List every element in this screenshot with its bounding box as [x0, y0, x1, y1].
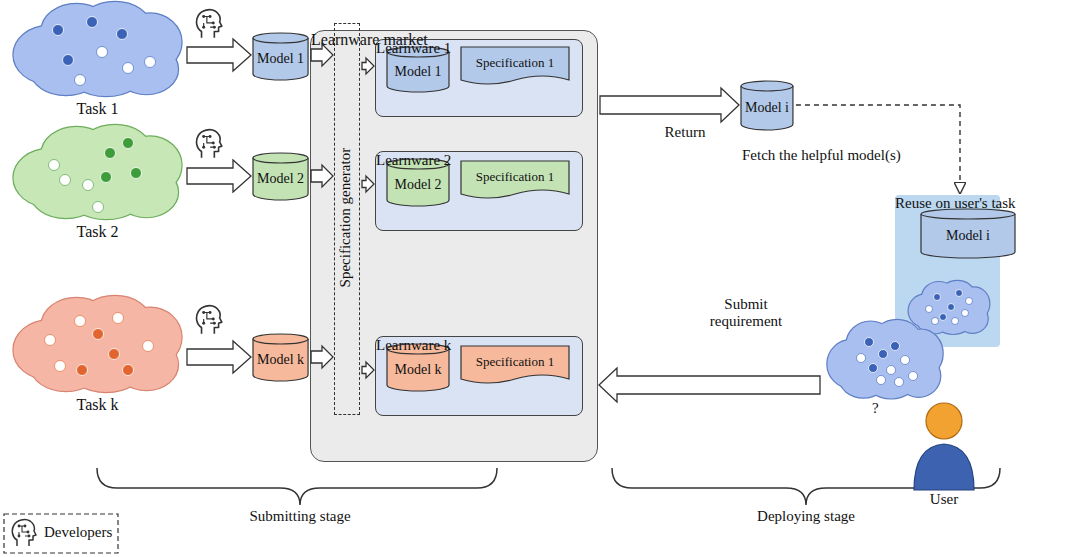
stage-label: Deploying stage	[736, 508, 876, 525]
block-arrow	[600, 88, 739, 122]
node-label: Model i	[925, 228, 1011, 244]
user-figure-shape	[822, 318, 987, 510]
node-label: User	[930, 491, 958, 508]
learnware-box: Model 2 Specification 1 Learnware 2	[375, 151, 583, 231]
node-label: Model k	[257, 352, 304, 368]
dashed-arrow	[796, 105, 960, 193]
developer-icon	[12, 520, 36, 546]
node-label: Learnware market	[311, 31, 428, 49]
node-label: Specification generator	[337, 148, 354, 288]
developer-icon	[197, 130, 222, 158]
specification-document: Specification 1	[460, 345, 570, 387]
model-cylinder: Model 1	[252, 32, 309, 80]
block-arrow	[187, 39, 251, 71]
node-label: Specification 1	[476, 355, 554, 370]
model-cylinder: Model 2	[252, 152, 309, 200]
task-cloud: Task 2	[10, 125, 185, 243]
task-cloud: Task 1	[10, 2, 185, 120]
stage-label: Submitting stage	[230, 508, 370, 525]
market-panel: Specification generator Model 1 Specificat…	[310, 30, 598, 462]
question-mark: ?	[872, 400, 879, 417]
model-cylinder: Model k	[252, 333, 309, 381]
node-label: Task k	[77, 396, 119, 414]
block-arrow	[311, 346, 333, 368]
task-cloud: Task k	[10, 296, 185, 416]
node-label: Model 2	[257, 171, 304, 187]
step-label: Fetch the helpful model(s)	[742, 147, 901, 164]
node-label: Model i	[745, 100, 789, 116]
node-label: Specification 1	[476, 170, 554, 185]
edge-label: Return	[645, 124, 725, 141]
node-label: Model k	[394, 362, 441, 378]
node-label: Model 2	[394, 177, 441, 193]
learnware-box: Model k Specification 1 Learnware k	[375, 336, 583, 416]
node-label: Task 1	[77, 100, 119, 118]
block-arrow	[599, 368, 820, 402]
model-cylinder: Model i	[920, 208, 1016, 258]
legend-label: Developers	[44, 524, 112, 541]
block-arrow	[362, 362, 374, 378]
legend-box	[4, 514, 118, 553]
block-arrow	[362, 58, 374, 74]
node-label: Model 1	[257, 51, 304, 67]
specification-document: Specification 1	[460, 46, 570, 88]
node-label: Model 1	[394, 64, 441, 80]
block-arrow	[187, 341, 251, 373]
node-label: Reuse on user's task	[895, 195, 1016, 212]
block-arrow	[311, 44, 333, 66]
block-arrow	[362, 176, 374, 192]
specification-document: Specification 1	[460, 160, 570, 202]
edge-label: Submit requirement	[700, 296, 792, 331]
learnware-box: Model 1Specification 1Learnware 1	[375, 39, 583, 117]
developer-icon	[197, 306, 222, 334]
model-cylinder: Model i	[740, 80, 794, 130]
user-figure: User	[822, 318, 987, 510]
developer-icon	[197, 10, 222, 38]
block-arrow	[187, 160, 251, 192]
node-label: Learnware 2	[376, 152, 451, 169]
block-arrow	[311, 165, 333, 187]
node-label: Task 2	[77, 223, 119, 241]
stage-brace	[97, 468, 497, 505]
node-label: Specification 1	[476, 56, 554, 71]
node-label: Learnware k	[376, 337, 451, 354]
specification-generator: Specification generator	[334, 23, 360, 415]
